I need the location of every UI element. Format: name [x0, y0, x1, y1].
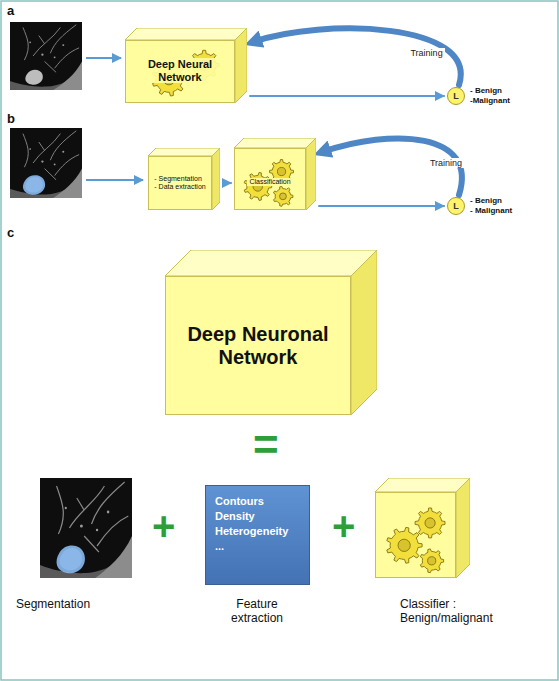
- gear-icon: [420, 549, 443, 573]
- ct-image: [6, 125, 82, 199]
- box-side: [212, 148, 220, 210]
- box-top: [375, 478, 470, 492]
- output-circle: L: [447, 87, 465, 105]
- flow-arrow: [223, 182, 231, 184]
- process-box: - Segmentation- Data extraction: [148, 148, 220, 210]
- gear-icon: [387, 527, 422, 563]
- box-face: Deep Neural Network: [125, 40, 235, 103]
- box-side: [306, 138, 316, 210]
- input-arrow: [86, 179, 143, 181]
- node-text: L: [453, 92, 459, 101]
- ct-image: [6, 19, 82, 90]
- box-top: [165, 250, 377, 276]
- box-top: [125, 28, 247, 40]
- node-text: Density: [215, 509, 300, 524]
- output-circle: L: [447, 197, 465, 215]
- classifier-box: Classification: [234, 138, 316, 210]
- network-box: Deep Neural Network: [125, 28, 247, 103]
- text-block: ContoursDensityHeterogeneity...: [215, 494, 300, 553]
- nodule-segmentation: [57, 546, 85, 574]
- node-text: L: [453, 202, 459, 211]
- training-arrow: [253, 28, 461, 85]
- panel-letter: b: [7, 112, 15, 127]
- box-top: [234, 138, 316, 148]
- class-label: - Benign: [470, 196, 502, 205]
- box-face: Deep Neuronal Network: [165, 276, 351, 415]
- box-shape: [234, 138, 316, 210]
- box-face: - Segmentation- Data extraction: [148, 156, 212, 210]
- step-caption: Feature extraction: [212, 598, 302, 626]
- gear-icon: [274, 186, 293, 206]
- class-label: - Benign: [470, 86, 502, 95]
- feature-box: ContoursDensityHeterogeneity...: [205, 485, 310, 585]
- text-block: Deep Neuronal Network: [170, 323, 346, 369]
- box-side: [235, 28, 247, 103]
- box-front: [166, 277, 351, 415]
- plus-sign: +: [152, 503, 175, 549]
- gear-hub: [277, 167, 285, 175]
- box-side: [456, 478, 470, 578]
- box-front: [149, 157, 212, 210]
- node-text: ...: [215, 539, 300, 554]
- network-box: Deep Neuronal Network: [165, 250, 377, 415]
- panel-letter: c: [7, 226, 14, 241]
- nodule-segmentation: [23, 175, 45, 194]
- box-face: Classification: [234, 148, 306, 210]
- node-text: Deep Neural Network: [130, 58, 230, 83]
- box-side: [351, 250, 377, 415]
- node-text: Heterogeneity: [215, 524, 300, 539]
- gear-hub: [425, 518, 435, 528]
- panel-letter: a: [7, 4, 14, 19]
- node-text: - Segmentation: [154, 175, 205, 183]
- class-label: - Malignant: [470, 206, 512, 215]
- class-label: -Malignant: [470, 96, 510, 105]
- plus-sign: +: [332, 503, 355, 549]
- node-text: - Data extraction: [154, 183, 205, 191]
- classifier-box: [375, 478, 470, 578]
- gear-hub: [280, 193, 287, 200]
- text-block: Deep Neural Network: [130, 58, 230, 85]
- edge-label: Training: [408, 48, 444, 58]
- input-arrow: [86, 57, 121, 59]
- text-block: - Segmentation- Data extraction: [154, 175, 205, 191]
- equals-sign: =: [253, 420, 279, 471]
- ct-image: [35, 473, 132, 578]
- flow-arrow: [250, 95, 444, 97]
- edge-label: Training: [428, 158, 464, 168]
- box-front: [126, 41, 235, 103]
- box-front: [376, 493, 456, 578]
- gear-icon: [415, 508, 445, 538]
- node-text: Classification: [247, 178, 292, 186]
- node-text: Contours: [215, 494, 300, 509]
- gear-hub: [428, 557, 436, 565]
- gear-hub: [398, 539, 410, 551]
- node-text: Deep Neuronal Network: [170, 323, 346, 369]
- box-shape: [375, 478, 470, 578]
- step-caption: Segmentation: [16, 598, 90, 612]
- step-caption: Classifier : Benign/malignant: [400, 598, 515, 626]
- text-block: Classification: [247, 170, 292, 188]
- box-front: [235, 149, 306, 210]
- box-top: [148, 148, 220, 156]
- flow-arrow: [319, 205, 444, 207]
- gear-icon: [244, 173, 272, 201]
